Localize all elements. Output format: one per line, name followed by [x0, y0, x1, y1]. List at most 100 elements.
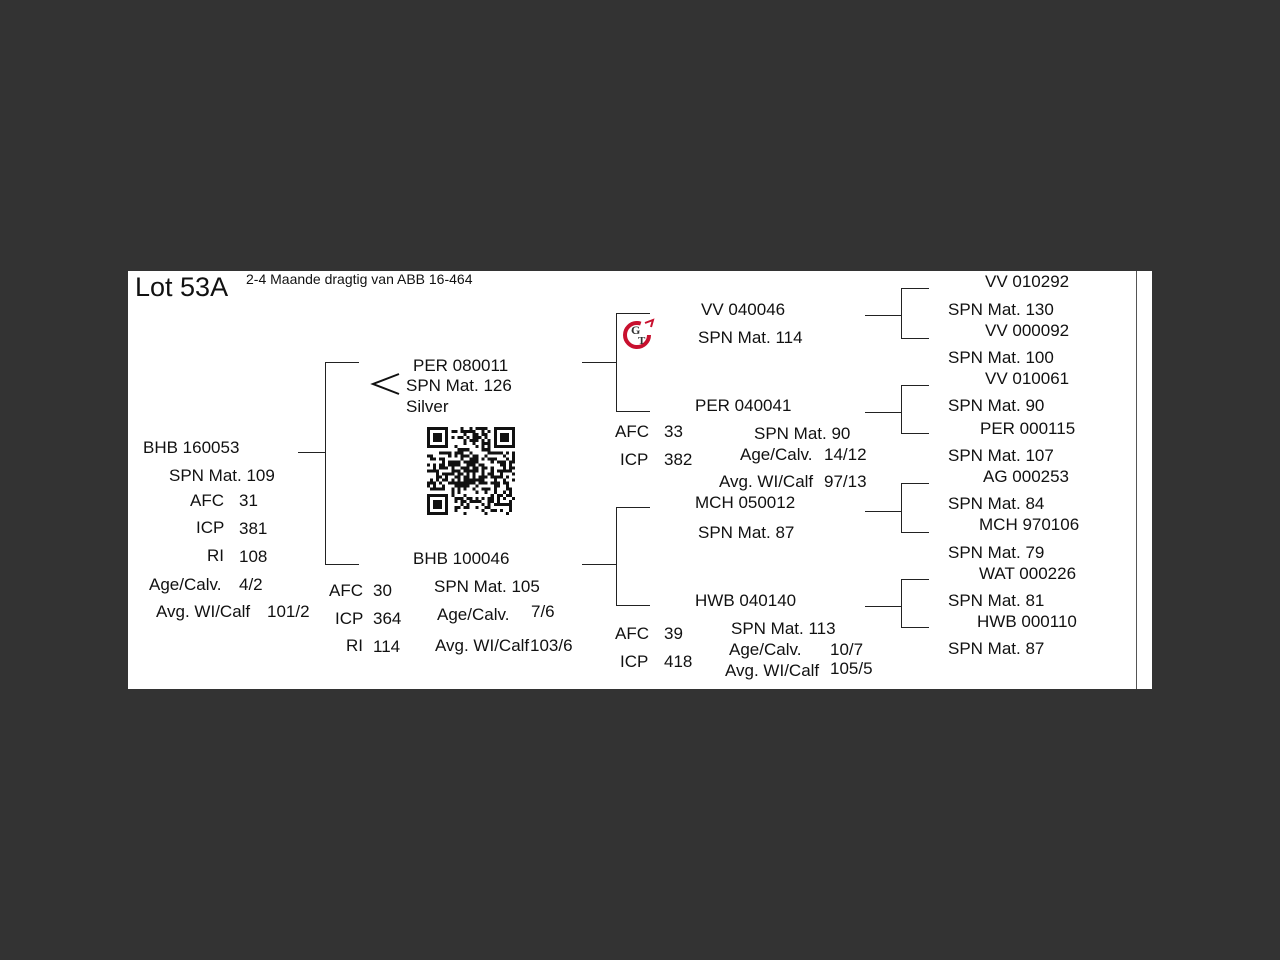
gen3-6-spn: SPN Mat. 79 [948, 543, 1045, 562]
sires-dam-avg-label: Avg. WI/Calf [719, 472, 814, 491]
lot-title: Lot 53A [135, 272, 229, 302]
gen3-7-id: WAT 000226 [979, 564, 1077, 583]
dam-afc-value: 30 [373, 581, 392, 600]
connector-line [616, 313, 617, 411]
gen3-1-spn: SPN Mat. 130 [948, 300, 1054, 319]
svg-text:T: T [638, 335, 646, 347]
gen3-4-id: PER 000115 [980, 419, 1076, 438]
connector-line [865, 412, 901, 413]
gen3-3-spn: SPN Mat. 90 [948, 396, 1045, 415]
dam-avg-label: Avg. WI/Calf [435, 636, 530, 655]
dam-ri-label: RI [346, 636, 363, 655]
gen3-7-spn: SPN Mat. 81 [948, 591, 1045, 610]
sires-dam-age-label: Age/Calv. [740, 445, 813, 464]
animal-ri-label: RI [207, 546, 224, 565]
connector-line [616, 411, 650, 412]
connector-line [325, 362, 326, 564]
connector-line [865, 606, 901, 607]
animal-age-value: 4/2 [239, 575, 263, 594]
connector-line [901, 579, 929, 580]
dams-dam-afc-value: 39 [664, 624, 683, 643]
svg-text:G: G [631, 323, 640, 337]
sires-dam-age-value: 14/12 [824, 445, 867, 464]
card-border-line [1136, 271, 1137, 689]
gen3-8-spn: SPN Mat. 87 [948, 639, 1045, 658]
gen3-2-id: VV 000092 [985, 321, 1070, 340]
connector-line [616, 507, 650, 508]
animal-avg-value: 101/2 [267, 602, 310, 621]
dams-dam-icp-value: 418 [664, 652, 693, 671]
gen3-2-spn: SPN Mat. 100 [948, 348, 1054, 367]
connector-line [582, 362, 616, 363]
dams-dam-age-value: 10/7 [830, 640, 864, 659]
animal-afc-label: AFC [190, 491, 224, 510]
connector-line [901, 288, 929, 289]
sires-dam-afc-value: 33 [664, 422, 683, 441]
connector-line [901, 579, 902, 627]
connector-line [298, 452, 325, 453]
connector-line [901, 532, 929, 533]
connector-line [582, 564, 616, 565]
connector-line [616, 605, 650, 606]
less-than-symbol [370, 373, 400, 395]
dams-dam-afc-label: AFC [615, 624, 649, 643]
dams-sire-spn: SPN Mat. 87 [698, 523, 795, 542]
sire-grade: Silver [406, 397, 449, 416]
connector-line [865, 511, 901, 512]
connector-line [616, 507, 617, 605]
connector-line [865, 315, 901, 316]
dams-sire-id: MCH 050012 [695, 493, 796, 512]
sire-spn: SPN Mat. 126 [406, 376, 512, 395]
animal-icp-value: 381 [239, 519, 268, 538]
dams-dam-id: HWB 040140 [695, 591, 797, 610]
animal-id: BHB 160053 [143, 438, 240, 457]
connector-line [325, 564, 359, 565]
connector-line [901, 385, 902, 433]
sires-dam-afc-label: AFC [615, 422, 649, 441]
connector-line [901, 385, 929, 386]
qr-code-image [427, 427, 515, 515]
gen3-5-id: AG 000253 [983, 467, 1070, 486]
dam-afc-label: AFC [329, 581, 363, 600]
gen3-4-spn: SPN Mat. 107 [948, 446, 1054, 465]
dams-dam-icp-label: ICP [620, 652, 649, 671]
dam-icp-value: 364 [373, 609, 402, 628]
dam-ri-value: 114 [373, 637, 401, 656]
dams-dam-spn: SPN Mat. 113 [731, 619, 836, 638]
dam-icp-label: ICP [335, 609, 364, 628]
animal-afc-value: 31 [239, 491, 258, 510]
dam-age-label: Age/Calv. [437, 605, 510, 624]
sires-sire-spn: SPN Mat. 114 [698, 328, 803, 347]
connector-line [901, 483, 929, 484]
connector-line [901, 288, 902, 338]
gen3-3-id: VV 010061 [985, 369, 1070, 388]
sires-dam-icp-label: ICP [620, 450, 649, 469]
sires-sire-id: VV 040046 [701, 300, 786, 319]
gen3-5-spn: SPN Mat. 84 [948, 494, 1045, 513]
connector-line [901, 483, 902, 532]
animal-age-label: Age/Calv. [149, 575, 222, 594]
gen3-6-id: MCH 970106 [979, 515, 1080, 534]
connector-line [901, 338, 929, 339]
gt-logo-icon: G T [623, 318, 655, 349]
dam-age-value: 7/6 [531, 602, 555, 621]
dams-dam-avg-value: 105/5 [830, 659, 873, 678]
animal-spn: SPN Mat. 109 [169, 466, 275, 485]
sires-dam-id: PER 040041 [695, 396, 792, 415]
pregnancy-note: 2-4 Maande dragtig van ABB 16-464 [246, 271, 473, 287]
dams-dam-avg-label: Avg. WI/Calf [725, 661, 820, 680]
connector-line [901, 433, 929, 434]
connector-line [901, 627, 929, 628]
sires-dam-avg-value: 97/13 [824, 472, 867, 491]
dam-spn: SPN Mat. 105 [434, 577, 540, 596]
pedigree-card: Lot 53A 2-4 Maande dragtig van ABB 16-46… [128, 271, 1152, 689]
connector-line [616, 313, 650, 314]
gen3-1-id: VV 010292 [985, 272, 1070, 291]
dams-dam-age-label: Age/Calv. [729, 640, 802, 659]
animal-icp-label: ICP [196, 518, 225, 537]
sire-id: PER 080011 [413, 356, 509, 375]
sires-dam-icp-value: 382 [664, 450, 693, 469]
connector-line [325, 362, 359, 363]
sires-dam-spn: SPN Mat. 90 [754, 424, 851, 443]
dam-avg-value: 103/6 [530, 636, 573, 655]
